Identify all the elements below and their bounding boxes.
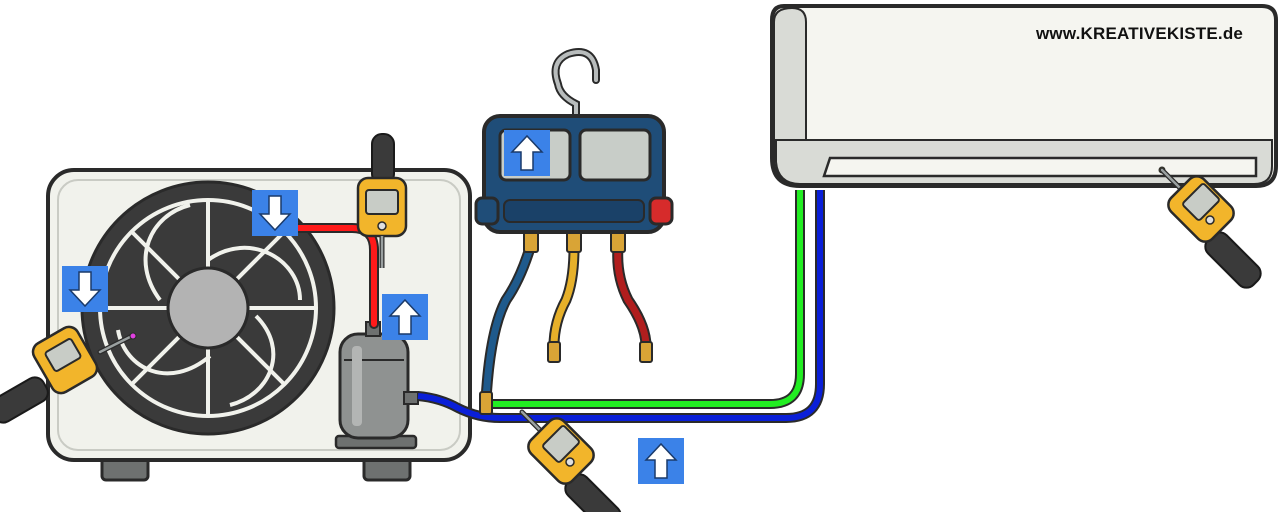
manifold-gauge-set bbox=[474, 48, 674, 415]
arrow-down-icon bbox=[62, 266, 108, 312]
red-hose bbox=[614, 244, 650, 350]
arrow-down-icon bbox=[252, 190, 298, 236]
flow-arrows bbox=[62, 130, 684, 484]
liquid-line bbox=[486, 190, 803, 407]
high-pressure-gauge bbox=[578, 128, 652, 182]
thermometer-icon bbox=[0, 325, 137, 424]
blue-hose bbox=[482, 244, 534, 404]
compressor bbox=[334, 321, 419, 450]
arrow-up-icon bbox=[638, 438, 684, 484]
indoor-unit bbox=[770, 3, 1278, 188]
arrow-up-icon bbox=[382, 294, 428, 340]
low-side-knob-icon bbox=[474, 196, 500, 226]
thermometer-icon bbox=[1158, 166, 1265, 292]
outdoor-unit bbox=[46, 168, 472, 482]
suction-line bbox=[417, 190, 823, 421]
high-side-knob-icon bbox=[648, 196, 674, 226]
thermometer-icon bbox=[522, 412, 625, 512]
thermometer-icon bbox=[356, 133, 408, 268]
hook-icon bbox=[553, 50, 598, 122]
arrow-up-icon bbox=[504, 130, 550, 176]
yellow-hose bbox=[550, 244, 578, 350]
watermark: www.KREATIVEKISTE.de bbox=[1036, 24, 1244, 43]
